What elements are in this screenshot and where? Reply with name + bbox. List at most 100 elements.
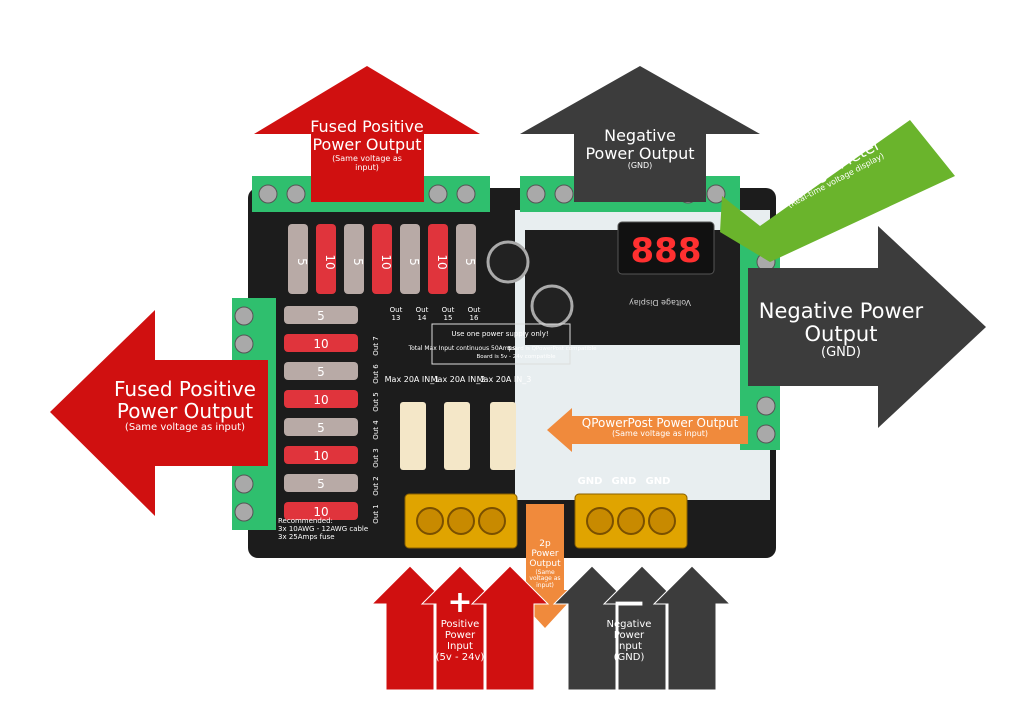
side-fuse (284, 502, 358, 520)
two-pin-arrow-label: 2p Power Output (Same voltage as input) (526, 539, 564, 589)
neg-screw-3 (648, 507, 676, 535)
side-fuse (284, 334, 358, 352)
voltage-meter-display (617, 221, 715, 275)
pos-screw-3 (478, 507, 506, 535)
side-fuse-rating: 5 (317, 477, 325, 491)
top-right-line2: Power Output (585, 143, 695, 163)
top-fuse-rating: 5 (463, 258, 477, 266)
in2-label: Max 20A IN_2 (431, 375, 486, 384)
positive-line2: Power (444, 630, 476, 641)
input-fuse-3 (490, 402, 516, 470)
qpowerpost-arrow-label: QPowerPost Power Output (Same voltage as… (572, 416, 748, 439)
pos-screw-1 (416, 507, 444, 535)
side-fuse (284, 446, 358, 464)
left-screw (234, 306, 254, 326)
gnd-label-2: GND (612, 476, 637, 487)
side-fuse (284, 418, 358, 436)
compat-5v-text: Board is 5v - 24v compatible (477, 354, 557, 360)
top-screw (706, 184, 726, 204)
in3-label: Max 20A IN_3 (477, 375, 532, 384)
right-screw (756, 424, 776, 444)
left-arrow-label: Fused Positive Power Output (Same voltag… (100, 378, 270, 433)
side-fuse-rating: 10 (313, 449, 328, 463)
two-pin-line3: Output (529, 558, 561, 569)
out-top-number: 15 (444, 314, 453, 322)
top-fuse-rating: 5 (295, 258, 309, 266)
top-right-arrow-label: Negative Power Output (GND) (570, 127, 710, 171)
meter-digits: 888 (631, 231, 702, 271)
top-fuse-rating: 10 (435, 254, 449, 269)
side-fuse (284, 362, 358, 380)
input-fuse-2 (444, 402, 470, 470)
top-screw (526, 184, 546, 204)
out-top-label: Out (442, 306, 455, 314)
left-screw (234, 474, 254, 494)
negative-line1: Negative (606, 619, 652, 630)
left-arrow-line1: Fused Positive (114, 377, 256, 401)
out-top-label: Out (416, 306, 429, 314)
top-left-arrow-label: Fused Positive Power Output (Same voltag… (300, 118, 434, 173)
top-left-sub: (Same voltage as input) (332, 154, 402, 172)
top-fuse (400, 224, 420, 294)
top-fuse (456, 224, 476, 294)
side-fuse-rating: 10 (313, 393, 328, 407)
gnd-label-1: GND (578, 476, 603, 487)
negative-line2: Power (613, 630, 645, 641)
left-arrow-sub: (Same voltage as input) (124, 422, 246, 433)
gnd-label-3: GND (646, 476, 671, 487)
recommended-title: Recommended: (278, 517, 333, 525)
left-arrow-shape (50, 310, 268, 516)
side-fuse-rating: 10 (313, 337, 328, 351)
negative-sub: (GND) (613, 652, 645, 663)
positive-input-label: + Positive Power Input (5v - 24v) (432, 586, 488, 663)
top-screw (428, 184, 448, 204)
top-left-line1: Fused Positive (310, 117, 424, 136)
out-side-label: Out 3 (372, 448, 380, 467)
negative-line3: Input (616, 641, 642, 652)
top-screw (286, 184, 306, 204)
left-screw (234, 334, 254, 354)
left-arrow-line2: Power Output (116, 399, 254, 423)
top-screw (554, 184, 574, 204)
out-side-label: Out 2 (372, 476, 380, 495)
right-arrow-sub: (GND) (821, 345, 861, 361)
top-fuse-rating: 5 (351, 258, 365, 266)
positive-symbol: + (447, 585, 473, 620)
capacitor-1 (486, 240, 530, 284)
pos-screw-2 (447, 507, 475, 535)
top-fuse-rating: 10 (323, 254, 337, 269)
top-left-arrow-shape (254, 66, 480, 202)
qpowerpost-title: QPowerPost Power Output (581, 416, 739, 430)
right-arrow-line1: Negative Power (758, 299, 924, 323)
out-side-label: Out 5 (372, 392, 380, 411)
notice-box (431, 323, 571, 365)
positive-line1: Positive (440, 619, 480, 630)
top-fuse (428, 224, 448, 294)
side-fuse-rating: 5 (317, 421, 325, 435)
side-fuse-rating: 5 (317, 309, 325, 323)
positive-input-arrow (470, 565, 550, 691)
neg-screw-1 (586, 507, 614, 535)
top-fuse-rating: 10 (379, 254, 393, 269)
side-fuse-rating: 10 (313, 505, 328, 519)
voltage-display-label: Voltage Display (629, 298, 691, 307)
top-right-line1: Negative (604, 126, 676, 145)
compat-qpp-text: Board is QPowerPost compatible (508, 346, 598, 352)
out-top-number: 13 (392, 314, 401, 322)
side-fuse (284, 474, 358, 492)
negative-input-label: — Negative Power Input (GND) (600, 586, 658, 663)
notice-text: Use one power supply only! (451, 330, 548, 338)
out-top-label: Out (390, 306, 403, 314)
two-pin-line2: Power (531, 548, 559, 559)
out-top-label: Out (468, 306, 481, 314)
recommended-line-2: 3x 25Amps fuse (278, 533, 335, 541)
out-side-label: Out 1 (372, 504, 380, 523)
side-fuse (284, 306, 358, 324)
qpowerpost-arrow-shape (547, 408, 748, 452)
right-arrow-line2: Output (804, 322, 878, 347)
positive-sub: (5v - 24v) (435, 652, 485, 663)
top-fuse (288, 224, 308, 294)
neg-screw-2 (617, 507, 645, 535)
